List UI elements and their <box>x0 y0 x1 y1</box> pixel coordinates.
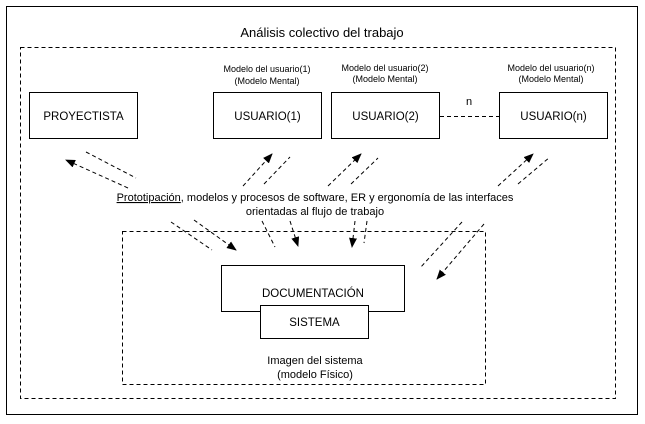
arrow-to-doc-2 <box>193 219 237 251</box>
box-usuarion: USUARIO(n) <box>499 92 608 139</box>
arrow-to-usuario1 <box>242 153 273 187</box>
box-documentacion: DOCUMENTACIÓN <box>221 265 405 312</box>
arrow-usuario2-link <box>350 157 379 185</box>
svg-text:Modelo del usuario(1): Modelo del usuario(1) <box>223 64 310 74</box>
arrow-to-proyectista <box>65 159 129 189</box>
svg-text:USUARIO(n): USUARIO(n) <box>520 111 587 123</box>
caption-usuario2: Modelo del usuario(2) (Modelo Mental) <box>341 63 428 84</box>
svg-text:SISTEMA: SISTEMA <box>289 317 340 329</box>
arrow-to-doc-1 <box>170 221 213 251</box>
arrow-to-doc-4 <box>289 220 300 247</box>
svg-text:Modelo del usuario(2): Modelo del usuario(2) <box>341 63 428 73</box>
collective-analysis-boundary <box>20 47 616 399</box>
outer-frame <box>6 6 638 415</box>
svg-text:orientadas al flujo de trabajo: orientadas al flujo de trabajo <box>246 206 384 218</box>
middle-description: Prototipación, modelos y procesos de sof… <box>117 192 514 218</box>
svg-text:Prototipación, modelos y proce: Prototipación, modelos y procesos de sof… <box>117 192 514 204</box>
svg-text:(Modelo Mental): (Modelo Mental) <box>352 74 417 84</box>
box-usuario2: USUARIO(2) <box>331 92 440 139</box>
arrow-to-doc-3 <box>261 220 276 248</box>
arrow-usuario1-link <box>263 156 291 185</box>
arrow-to-doc-6 <box>363 220 368 244</box>
svg-text:Imagen del sistema: Imagen del sistema <box>267 355 363 367</box>
svg-text:(Modelo Mental): (Modelo Mental) <box>234 76 299 86</box>
svg-text:DOCUMENTACIÓN: DOCUMENTACIÓN <box>262 287 364 300</box>
diagram-title: Análisis colectivo del trabajo <box>240 25 403 40</box>
box-proyectista: PROYECTISTA <box>29 92 138 139</box>
system-image-boundary <box>122 231 486 385</box>
caption-usuarion: Modelo del usuario(n) (Modelo Mental) <box>507 63 594 84</box>
arrow-proyectista-link <box>85 151 137 179</box>
svg-text:(Modelo Mental): (Modelo Mental) <box>518 74 583 84</box>
svg-text:USUARIO(2): USUARIO(2) <box>352 111 419 123</box>
svg-text:(modelo Físico): (modelo Físico) <box>277 369 353 381</box>
arrow-to-doc-right-1 <box>419 221 463 269</box>
arrow-to-doc-5 <box>349 220 358 248</box>
box-sistema: SISTEMA <box>260 305 369 339</box>
connector-label-n: n <box>466 96 472 108</box>
caption-usuario1: Modelo del usuario(1) (Modelo Mental) <box>223 64 310 86</box>
misspelled-word: Prototipación <box>117 192 181 204</box>
arrow-usuarion-link <box>517 156 551 185</box>
system-image-caption: Imagen del sistema (modelo Físico) <box>267 355 363 381</box>
svg-text:PROYECTISTA: PROYECTISTA <box>43 111 124 123</box>
arrow-to-usuarion <box>497 153 534 187</box>
arrow-to-doc-right-2 <box>436 223 485 280</box>
svg-text:Modelo del usuario(n): Modelo del usuario(n) <box>507 63 594 73</box>
arrow-to-usuario2 <box>327 153 362 187</box>
box-usuario1: USUARIO(1) <box>213 92 322 139</box>
svg-text:USUARIO(1): USUARIO(1) <box>234 111 301 123</box>
